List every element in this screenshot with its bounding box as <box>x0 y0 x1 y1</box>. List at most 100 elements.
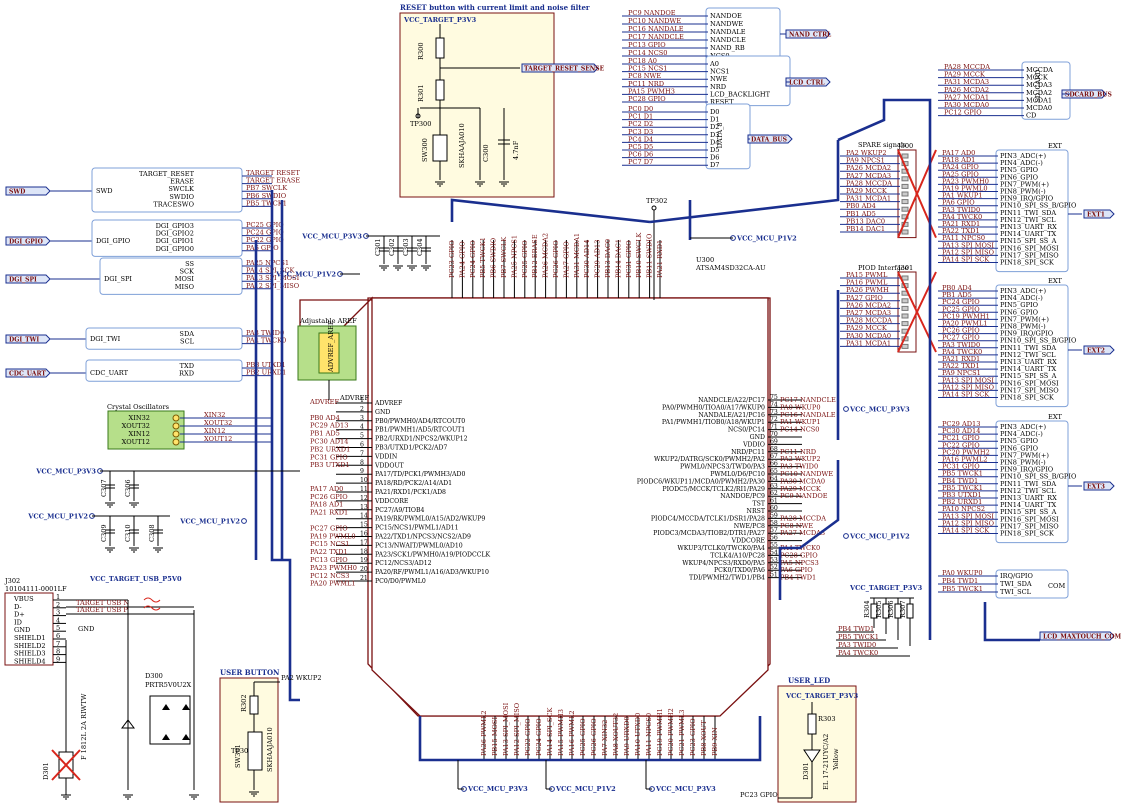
data8-grouplabel: DATA_8 <box>716 122 724 148</box>
mcu-left-pinname: VDDOUT <box>374 462 405 469</box>
mcu-right-pinnum: 58 <box>770 520 778 527</box>
data8-net: PC1 D1 <box>628 113 653 121</box>
mcu-right-net: PB4 TWD1 <box>780 574 816 582</box>
spare-net: PB14 DAC1 <box>846 225 885 233</box>
usb-net-p: TARGET USB P <box>76 606 128 614</box>
mcu-right-pinname: NRD/PC11 <box>731 449 765 456</box>
cap-gnd <box>406 265 418 271</box>
usb-ref: J302 <box>4 577 20 585</box>
sd-pin: MCDA2 <box>1026 89 1052 97</box>
aref-net: ADVREF <box>339 394 369 402</box>
mcu-right-pinname: WKUP3/TCLK0/TWCK0/PA4 <box>677 545 765 552</box>
lcd-net: PC15 NCS1 <box>628 65 668 73</box>
crystal-net: XOUT12 <box>204 435 232 443</box>
com-port <box>1039 631 1115 641</box>
com-pin: TWI_SCL <box>1000 588 1032 596</box>
sw300-part: SKHAAJA010 <box>458 123 466 168</box>
mcu-right-net: PA28 MCCDA <box>780 514 826 522</box>
sd-pin: MCCDA <box>1026 66 1053 74</box>
usb-pin-name: SHIELD1 <box>14 634 46 642</box>
ext2-pin: PIN13_UART_RX <box>1000 358 1057 366</box>
mcu-left-pinname: GND <box>375 409 390 416</box>
nand-pin: NANDOE <box>710 12 742 20</box>
ext3-net: PA10 NPCS2 <box>942 505 985 513</box>
bus-top <box>450 198 651 224</box>
ext1-pin: PIN13_UART_RX <box>1000 223 1057 231</box>
sd-net: PC12 GPIO <box>944 109 982 117</box>
sd-pin: MCCK <box>1026 74 1049 82</box>
mcu-right-pinname: PA1/PWMH1/TIOB0/A18/WKUP1 <box>662 419 765 426</box>
ext2-pin: PIN14_UART_TX <box>1000 365 1057 373</box>
ext2-pin: PIN7_PWM(+) <box>1000 315 1049 323</box>
mcu-left-net: PA18 AD1 <box>310 501 343 509</box>
user-led-frame <box>777 685 857 803</box>
ext3-pin: PIN7_PWM(+) <box>1000 451 1049 459</box>
mcu-top-net: PA31 MCDA1 <box>573 233 581 278</box>
bus-right-lower <box>778 290 840 600</box>
sd-net: PA29 MCCK <box>944 71 986 79</box>
mcu-right-pinnum: 66 <box>770 461 778 468</box>
user-button-net: PA2 WKUP2 <box>281 674 322 682</box>
mcu-right-pinname: GND <box>750 434 765 441</box>
mcu-left-net: PB3 UTXD1 <box>310 461 350 469</box>
mcu-top-net: PB13 DAC0 <box>604 239 612 278</box>
mcu-left-pinnum: 18 <box>360 548 368 555</box>
mcu-right-pinname: PWML0/NPCS3/TWD0/PA3 <box>680 464 765 471</box>
led-part: EL 17-21UYC/A2 <box>822 734 830 790</box>
usb-pin-name: SHIELD4 <box>14 657 46 665</box>
lcd-net: PC8 NWE <box>628 72 661 80</box>
mcu-top-net: PC30 AD14 <box>583 240 591 278</box>
dgispi-label: DGI_SPI <box>9 276 37 283</box>
usb-jump-1 <box>143 597 161 603</box>
target-reset-sense-label: TARGET_RESET_SENSE <box>524 66 605 73</box>
pullup-ref: R304 <box>863 600 871 618</box>
mcu-bottom-net: PC19 PWMH1 <box>656 708 664 756</box>
mcu-right-net: PC28 GPIO <box>780 551 818 559</box>
lcd-net: PC18 A0 <box>628 57 657 65</box>
led-net: PC23 GPIO <box>740 791 778 799</box>
mcu-top-net: PA27 GPIO <box>562 241 570 278</box>
mcu-right-pinname: PIODC3/MCDA3/TIOB2/DTR1/PA27 <box>653 530 765 537</box>
mcu-right-pinname: NANDOE/PC9 <box>720 493 765 500</box>
ext2-pin: PIN3_ADC(+) <box>1000 287 1046 295</box>
spare-pad <box>901 153 909 159</box>
usb-pin-num: 8 <box>56 648 60 656</box>
ext2-net: PC27 GPIO <box>942 334 980 342</box>
spare-net: PB0 AD4 <box>846 202 876 210</box>
swd-sig: TARGET_RESET <box>139 170 195 178</box>
usb-pin-name: D+ <box>14 611 25 619</box>
swd-frame <box>91 167 243 213</box>
mcu-top-net: PC24 GPIO <box>469 240 477 278</box>
mcu-left-pinnum: 10 <box>360 477 368 484</box>
ext1-pin: PIN10_SPI_SS_B/GPIO <box>1000 202 1077 210</box>
crystal-net: XOUT32 <box>204 419 232 427</box>
dgitwi-net: PA3 TWID0 <box>246 329 284 337</box>
ext2-net: PA9 NPCS1 <box>942 369 981 377</box>
mcu-left-pinnum: 7 <box>360 450 364 457</box>
ext1-net: PA19 PWML0 <box>942 185 988 193</box>
nand-net: PC10 NANDWE <box>628 17 681 25</box>
led-color: Yellow <box>832 748 840 771</box>
ext1-pin: PIN3_ADC(+) <box>1000 152 1046 160</box>
mcu-right-pinname: TCLK4/A10/PC28 <box>710 552 765 559</box>
mcu-right-pinnum: 69 <box>770 438 778 445</box>
sd-pin: CD <box>1026 112 1036 120</box>
piod-net: PA15 PWML <box>846 271 888 279</box>
mcu-left-net: PA22 TXD1 <box>310 548 348 556</box>
dgispi-sig: MISO <box>175 283 195 291</box>
nand-pin: NANDCLE <box>710 36 746 44</box>
cap-ref: C302 <box>388 238 396 256</box>
lcd-pin: NCS1 <box>710 68 730 76</box>
usb-pin-num: 3 <box>56 609 60 617</box>
mcu-left-pinname: PA17/TD/PCK1/PWMH3/AD0 <box>375 471 465 478</box>
dgitwi-port <box>5 334 51 344</box>
mcu-bottom-net: PA9 URXD0 <box>623 716 631 756</box>
ext3-net: PC30 AD14 <box>942 427 980 435</box>
ext2-pin: PIN15_SPI_SS_A <box>1000 372 1057 380</box>
